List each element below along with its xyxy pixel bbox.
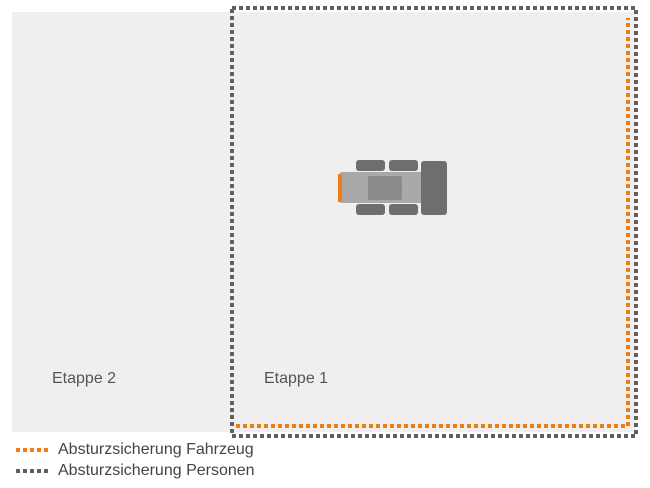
legend-orange-dash-icon xyxy=(16,448,50,452)
vehicle-wheel xyxy=(356,160,385,171)
vehicle-fall-protection-border xyxy=(236,18,630,428)
stage-1-label: Etappe 1 xyxy=(264,370,329,387)
legend-vehicle: Absturzsicherung Fahrzeug xyxy=(16,441,254,459)
vehicle-wheel xyxy=(389,204,418,215)
legend-grey-dash-icon xyxy=(16,469,50,473)
vehicle-front-marker xyxy=(338,174,342,202)
legend-persons-label: Absturzsicherung Personen xyxy=(58,462,255,479)
vehicle-wheel xyxy=(389,160,418,171)
person-fall-protection-border xyxy=(230,6,638,438)
legend-persons: Absturzsicherung Personen xyxy=(16,462,255,480)
vehicle-blade xyxy=(421,161,447,215)
legend-vehicle-label: Absturzsicherung Fahrzeug xyxy=(58,441,254,458)
stage-1-area xyxy=(232,12,636,432)
vehicle-icon xyxy=(338,160,447,215)
vehicle-wheel xyxy=(356,204,385,215)
vehicle-cabin xyxy=(368,176,402,200)
stage-2-area xyxy=(12,12,232,432)
stage-2-label: Etappe 2 xyxy=(52,370,117,387)
